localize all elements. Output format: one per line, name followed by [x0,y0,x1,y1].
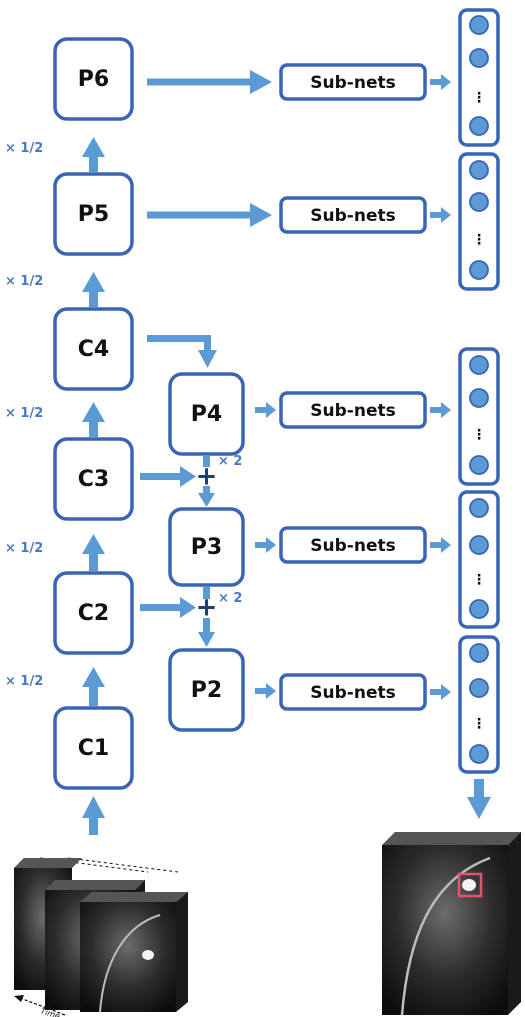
ellipsis-icon: ⋮ [472,572,486,588]
subnets-label: Sub-nets [310,401,395,421]
block-p2: P2 [168,648,245,732]
subnets-p5: Sub-nets [279,196,427,234]
block-c1: C1 [53,706,134,790]
up-arrow-icon [82,272,105,307]
detection-bounding-box [457,872,483,898]
block-c3: C3 [53,437,134,521]
input-image-stack: Time [14,857,188,1017]
output-vector-p3: ⋮ [458,490,500,629]
subnets-label: Sub-nets [310,73,395,93]
block-p5-label: P5 [78,202,109,227]
block-c1-label: C1 [78,736,109,761]
up-arrow-icon [82,402,105,437]
plus-icon: + [196,462,218,492]
right-arrow-icon [255,402,276,418]
output-vector-p5: ⋮ [458,152,500,291]
ellipsis-icon: ⋮ [472,716,486,732]
downsample-label: × 1/2 [5,141,43,156]
right-arrow-icon [430,537,451,553]
block-c4: C4 [53,307,134,391]
arrow-left-icon [14,995,24,1002]
subnets-label: Sub-nets [310,536,395,556]
output-image [382,832,521,1016]
right-arrow-icon [147,203,272,227]
lesion-spot [142,950,154,960]
upsample-label: × 2 [218,454,242,469]
right-arrow-icon [147,70,272,94]
output-vector-p6: ⋮ [458,8,500,147]
right-arrow-icon [430,74,451,90]
plus-icon: + [196,593,218,623]
mri-frame-front [80,902,176,1012]
up-arrow-icon [82,137,105,172]
subnets-label: Sub-nets [310,206,395,226]
output-vector-p2: ⋮ [458,635,500,774]
right-arrow-icon [430,402,451,418]
right-arrow-icon [430,684,451,700]
downsample-label: × 1/2 [5,674,43,689]
block-p2-label: P2 [191,678,222,703]
merge-c3-p4: + × 2 [140,454,242,507]
down-arrow-icon [467,779,491,819]
downsample-label: × 1/2 [5,406,43,421]
block-p6-label: P6 [78,67,109,92]
output-vector-p4: ⋮ [458,347,500,486]
block-p3: P3 [168,507,245,587]
up-arrow-icon [82,667,105,706]
downsample-label: × 1/2 [5,274,43,289]
mri-output-frame [382,845,508,1015]
merge-c2-p3: + × 2 [140,587,242,647]
subnets-p4: Sub-nets [279,391,427,429]
block-p6: P6 [53,37,134,121]
block-p3-label: P3 [191,535,222,560]
up-arrow-icon [82,534,105,571]
subnets-p3: Sub-nets [279,526,427,564]
subnets-label: Sub-nets [310,683,395,703]
c4-to-p4-arrow [147,335,217,368]
block-c4-label: C4 [78,337,109,362]
up-arrow-icon [82,796,105,835]
time-axis: Time [14,995,66,1017]
right-arrow-icon [255,683,276,699]
right-arrow-icon [255,537,276,553]
downsample-label: × 1/2 [5,541,43,556]
ellipsis-icon: ⋮ [472,427,486,443]
upsample-label: × 2 [218,591,242,606]
block-p5: P5 [53,172,134,256]
time-label: Time [39,1006,61,1017]
right-arrow-icon [430,207,451,223]
ellipsis-icon: ⋮ [472,90,486,106]
block-p4: P4 [168,372,245,456]
block-c3-label: C3 [78,467,109,492]
subnets-p2: Sub-nets [279,673,427,711]
block-c2: C2 [53,571,134,655]
block-p4-label: P4 [191,402,222,427]
ellipsis-icon: ⋮ [472,232,486,248]
subnets-p6: Sub-nets [279,63,427,101]
block-c2-label: C2 [78,601,109,626]
detected-lesion [462,879,476,891]
